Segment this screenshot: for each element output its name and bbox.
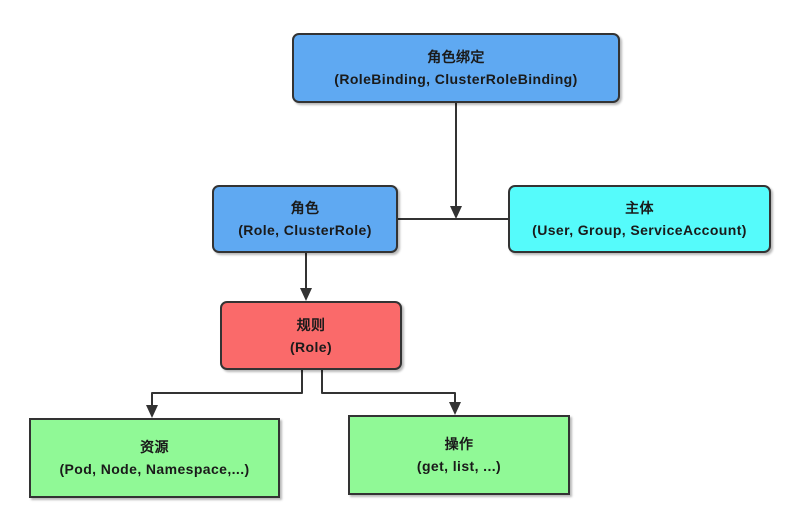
node-subtitle: (Role, ClusterRole) bbox=[238, 222, 372, 238]
node-subject: 主体 (User, Group, ServiceAccount) bbox=[508, 185, 771, 253]
node-title: 资源 bbox=[140, 439, 169, 455]
node-title: 规则 bbox=[296, 316, 326, 333]
arrow-down-icon bbox=[300, 288, 312, 301]
arrow-down-icon bbox=[146, 405, 158, 418]
edge-role-to-rule bbox=[300, 253, 312, 301]
node-rule: 规则 (Role) bbox=[220, 301, 402, 370]
node-subtitle: (User, Group, ServiceAccount) bbox=[532, 222, 747, 238]
arrow-down-icon bbox=[450, 206, 462, 219]
node-subtitle: (get, list, ...) bbox=[416, 458, 502, 474]
node-action: 操作 (get, list, ...) bbox=[348, 415, 570, 495]
node-title: 主体 bbox=[625, 200, 654, 216]
node-subtitle: (Pod, Node, Namespace,...) bbox=[59, 461, 250, 477]
node-role: 角色 (Role, ClusterRole) bbox=[212, 185, 398, 253]
edge-role-binding-to-link bbox=[450, 103, 462, 219]
node-title: 角色绑定 bbox=[427, 49, 485, 65]
edge-rule-to-resource bbox=[146, 370, 303, 418]
node-subtitle: (Role) bbox=[289, 338, 333, 355]
node-title: 操作 bbox=[444, 436, 474, 452]
node-resource: 资源 (Pod, Node, Namespace,...) bbox=[29, 418, 280, 498]
node-role-binding: 角色绑定 (RoleBinding, ClusterRoleBinding) bbox=[292, 33, 620, 103]
edge-rule-to-action bbox=[321, 370, 461, 415]
node-subtitle: (RoleBinding, ClusterRoleBinding) bbox=[334, 71, 578, 87]
arrow-down-icon bbox=[449, 402, 461, 415]
node-title: 角色 bbox=[290, 200, 320, 216]
